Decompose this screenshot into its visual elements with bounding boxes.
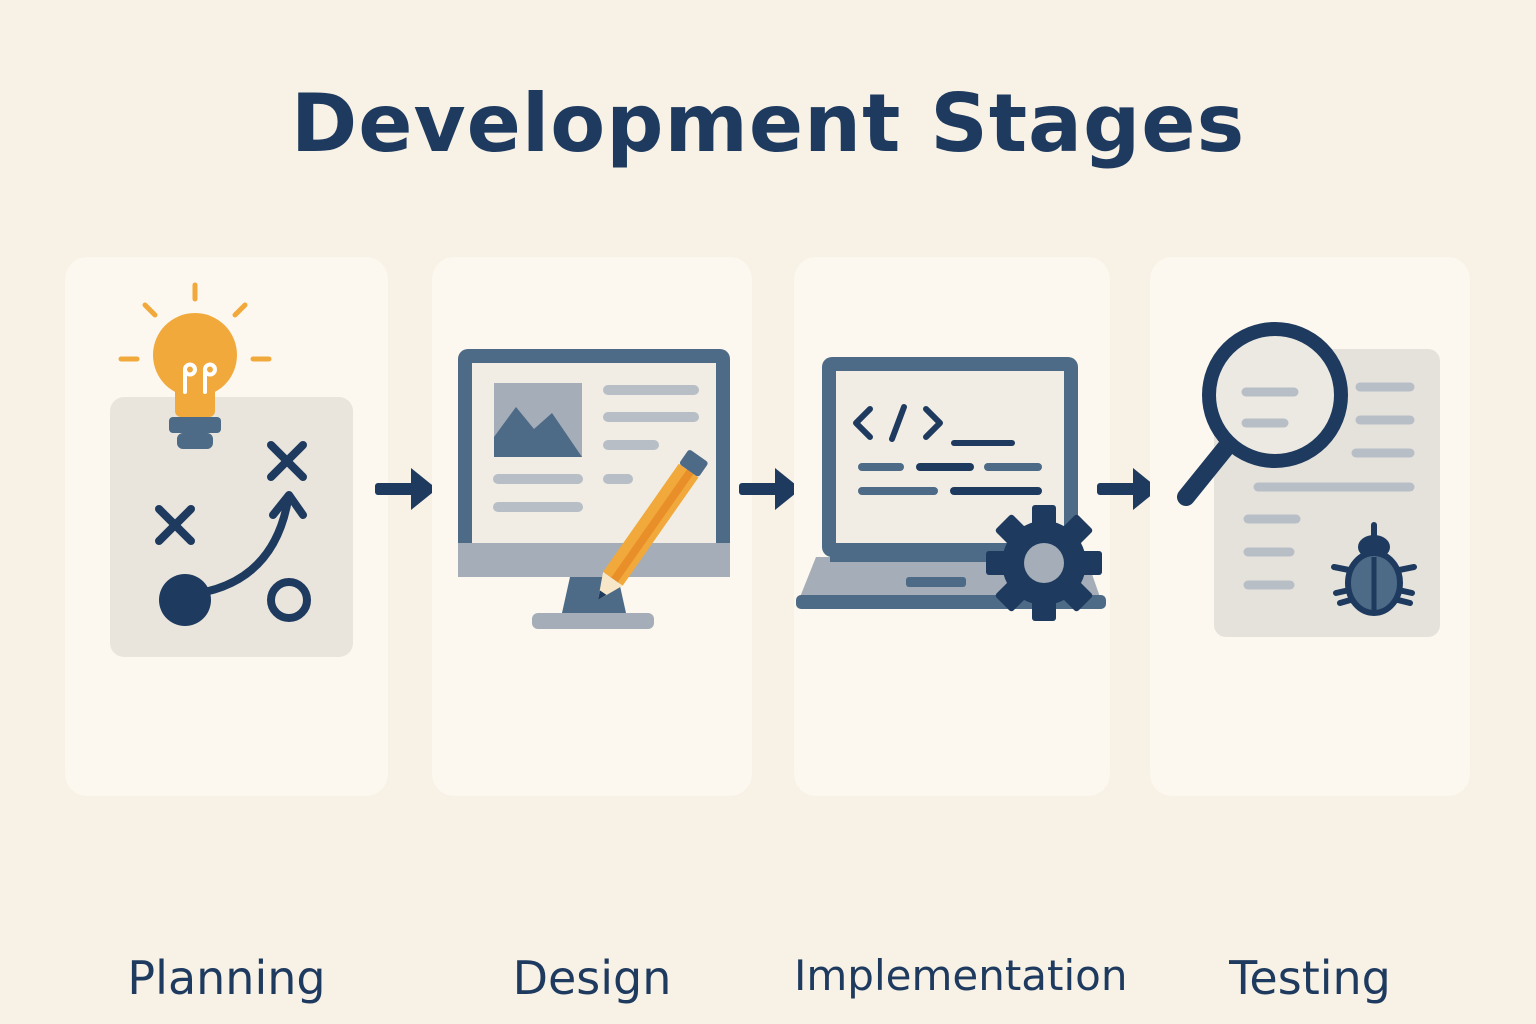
arrow-right-icon [739, 468, 801, 510]
magnifier-bug-icon [1177, 322, 1440, 637]
strategy-board-icon [110, 282, 353, 657]
stage-label: Planning [127, 951, 326, 1005]
page-title: Development Stages [290, 77, 1246, 170]
arrow-right-icon [1097, 468, 1159, 510]
stage-card-testing: Testing [1150, 257, 1470, 1001]
monitor-pencil-icon [458, 349, 730, 629]
stage-label: Implementation [794, 951, 1128, 1000]
arrow-right-icon [375, 468, 437, 510]
stage-card-implementation: Implementation [794, 257, 1128, 997]
stage-card-design: Design [432, 257, 752, 1001]
stage-label: Testing [1229, 951, 1391, 1005]
stage-card-planning: Planning [65, 257, 388, 1001]
stage-label: Design [512, 951, 672, 1005]
laptop-code-gear-icon [796, 357, 1106, 621]
